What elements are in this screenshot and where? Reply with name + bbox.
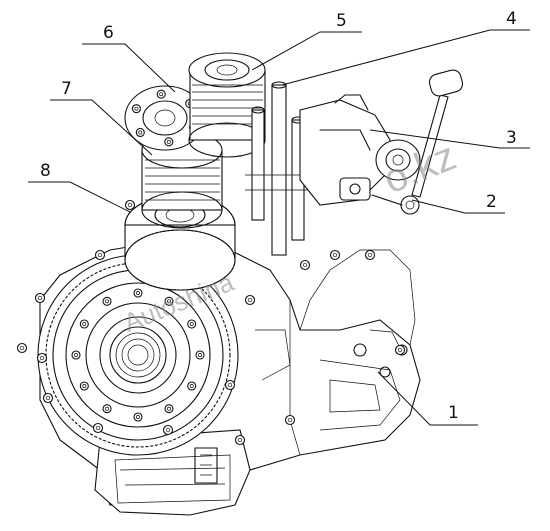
housing-bolt (284, 414, 296, 426)
ring-gear-bolt (79, 319, 89, 329)
housing-bolt (16, 342, 28, 354)
callout-labels: 1 2 3 4 5 6 7 8 (40, 9, 517, 423)
ring-gear-bolt-center (82, 384, 87, 388)
leader-6 (82, 43, 176, 93)
callout-1: 1 (448, 403, 459, 423)
housing-bolt (34, 292, 46, 304)
ring-gear-bolt-center (74, 353, 78, 357)
ring-gear-bolt (102, 404, 112, 414)
leader-4 (281, 29, 530, 86)
gear-stack-lower (124, 194, 236, 291)
housing-bolt (299, 259, 311, 271)
housing-bolt-center (287, 417, 293, 423)
housing-bolt (394, 344, 406, 356)
housing-bolt (92, 422, 104, 434)
callout-2: 2 (486, 192, 497, 212)
leader-3 (369, 129, 530, 149)
housing-bolts (16, 199, 406, 446)
callout-6: 6 (103, 23, 114, 43)
ring-gear-bolt (164, 404, 174, 414)
cover-bolt (135, 127, 145, 138)
top-gear-cluster (188, 52, 266, 158)
ring-gear-bolt-center (189, 384, 194, 388)
ring-gear-bolt-center (167, 406, 171, 411)
ring-gear-bolt-center (136, 291, 140, 295)
ring-gear-bolt (133, 412, 143, 422)
housing-bolt-center (37, 295, 43, 301)
cover-bolt (164, 137, 174, 147)
housing-bolt (329, 249, 341, 261)
gear-stack-upper (141, 131, 223, 229)
housing-bolt-center (19, 345, 25, 351)
shift-rods (245, 81, 320, 256)
housing-bolt-center (247, 297, 253, 303)
callout-8: 8 (40, 161, 51, 181)
leader-1 (377, 371, 478, 426)
ring-gear-bolt-center (82, 322, 87, 326)
leader-8 (28, 181, 131, 213)
housing-bolt-center (45, 395, 51, 401)
ring-gear-bolt-center (167, 299, 171, 304)
housing-bolt (224, 379, 236, 391)
cover-bolt-center (134, 106, 139, 111)
housing-bolt-center (302, 262, 308, 268)
housing-bolt-center (39, 355, 45, 361)
housing-bolt-center (97, 252, 103, 258)
leader-lines (28, 29, 530, 426)
housing-bolt-center (367, 252, 373, 258)
leader-7 (50, 99, 153, 156)
housing-bolt (124, 199, 136, 211)
shift-lever (371, 69, 464, 215)
ring-gear-bolt (164, 296, 174, 306)
callout-3: 3 (506, 128, 517, 148)
ring-gear-bolt (71, 350, 81, 360)
ring-gear-bolt (133, 288, 143, 298)
housing-bolt-center (237, 437, 243, 443)
cover-bolt (156, 89, 166, 99)
callout-5: 5 (336, 11, 347, 31)
housing-bolt (94, 249, 106, 261)
housing-bolt-center (332, 252, 338, 258)
ring-gear-bolt-center (105, 299, 109, 304)
housing-bolt (162, 424, 174, 436)
ring-gear-bolt (187, 381, 197, 391)
housing-bolt-center (127, 202, 133, 208)
leader-5 (251, 31, 362, 71)
callout-4: 4 (506, 9, 517, 29)
ring-gear-bolt-center (189, 322, 194, 326)
housing-bolt (364, 249, 376, 261)
ring-gear-bolt (187, 319, 197, 329)
ring-gear-bolt (195, 350, 205, 360)
housing-bolt-center (165, 427, 171, 433)
leader-2 (411, 199, 505, 214)
ring-gear-bolt-center (105, 406, 109, 411)
ring-gear-bolt-center (198, 353, 202, 357)
housing-bolt-center (397, 347, 403, 353)
ring-gear-bolt-center (136, 415, 140, 419)
cover-bolt-center (166, 139, 171, 144)
shift-mechanism (299, 94, 421, 206)
housing-bolt (234, 434, 246, 446)
ring-gear-bolt (79, 381, 89, 391)
cover-bolt-center (138, 130, 143, 135)
housing-bolt (42, 392, 54, 404)
callout-7: 7 (61, 79, 72, 99)
housing-bolt-center (227, 382, 233, 388)
cover-bolt-center (159, 92, 164, 97)
housing-bolt (36, 352, 48, 364)
housing-bolt-center (95, 425, 101, 431)
cover-bolt (131, 104, 141, 114)
ring-gear-bolt (102, 296, 112, 306)
housing-bolt (244, 294, 256, 306)
